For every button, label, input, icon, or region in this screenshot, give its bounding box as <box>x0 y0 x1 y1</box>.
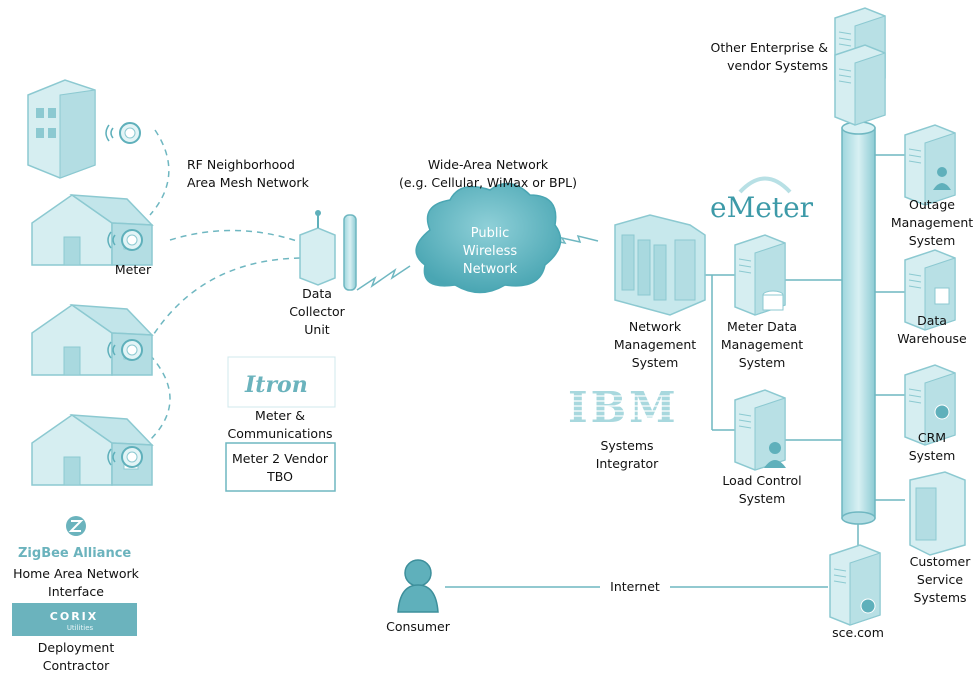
oms-label-1: Outage <box>909 197 955 212</box>
cloud-label-1: Public <box>471 226 509 241</box>
rf-mesh-label-2: Area Mesh Network <box>187 175 310 190</box>
svg-text:IBM: IBM <box>568 383 679 432</box>
svg-text:Itron: Itron <box>244 372 308 398</box>
meter-data-management-server-icon <box>734 234 786 316</box>
dep-label-1: Deployment <box>38 640 115 655</box>
data-warehouse-server-icon <box>904 249 956 331</box>
tbo-line-1: Meter 2 Vendor <box>232 451 329 466</box>
mdm-label-1: Meter Data <box>727 319 797 334</box>
css-label-1: Customer <box>910 554 972 569</box>
load-control-server-icon <box>734 389 786 471</box>
lcs-label-1: Load Control <box>722 473 801 488</box>
nms-label-1: Network <box>629 319 682 334</box>
dep-label-2: Contractor <box>43 658 110 673</box>
css-label-3: Systems <box>913 590 966 605</box>
corix-logo: CORIX Utilities <box>12 603 137 636</box>
oms-label-2: Management <box>891 215 973 230</box>
ent-label-2: vendor Systems <box>727 58 828 73</box>
public-wireless-cloud <box>415 182 562 294</box>
crm-label-2: System <box>909 448 956 463</box>
mc-label-1: Meter & <box>255 408 305 423</box>
mdm-label-3: System <box>739 355 786 370</box>
itron-logo: Itron <box>227 356 336 408</box>
dcu-label-3: Unit <box>304 322 330 337</box>
dw-label-2: Warehouse <box>897 331 967 346</box>
dcu-label-1: Data <box>302 286 332 301</box>
zigbee-logo: ZigBee Alliance <box>18 516 131 561</box>
oms-label-3: System <box>909 233 956 248</box>
data-collector-unit-icon <box>299 210 336 286</box>
outage-management-server-icon <box>904 124 956 206</box>
wireless-links <box>356 234 599 291</box>
connection-lines <box>445 154 905 588</box>
svg-text:Utilities: Utilities <box>67 624 94 632</box>
si-label-2: Integrator <box>596 456 659 471</box>
meter-2-vendor-tbo-box <box>225 442 336 492</box>
mc-label-2: Communications <box>227 426 332 441</box>
dcu-pole <box>343 214 357 291</box>
svg-text:ZigBee Alliance: ZigBee Alliance <box>18 546 131 561</box>
meter-label: Meter <box>115 262 152 277</box>
wan-label-2: (e.g. Cellular, WiMax or BPL) <box>399 175 577 190</box>
enterprise-service-bus <box>841 121 876 525</box>
nms-label-2: Management <box>614 337 696 352</box>
lcs-label-2: System <box>739 491 786 506</box>
apartment-building-icon <box>27 79 96 179</box>
ibm-logo: IBM <box>565 383 690 432</box>
dw-label-1: Data <box>917 313 947 328</box>
sce-label: sce.com <box>832 625 884 640</box>
consumer-person-icon <box>397 559 439 613</box>
diagram-labels: RF Neighborhood Area Mesh Network Meter … <box>13 40 973 673</box>
wan-label-1: Wide-Area Network <box>428 157 549 172</box>
cloud-label-2: Wireless <box>463 244 518 259</box>
network-management-server-rack-icon <box>614 214 706 316</box>
rf-mesh-label-1: RF Neighborhood <box>187 157 295 172</box>
consumer-label: Consumer <box>386 619 451 634</box>
cloud-label-3: Network <box>463 262 518 277</box>
tbo-line-2: TBO <box>266 469 293 484</box>
si-label-1: Systems <box>600 438 653 453</box>
dcu-label-2: Collector <box>289 304 345 319</box>
internet-label: Internet <box>610 579 660 594</box>
crm-server-icon <box>904 364 956 446</box>
mdm-label-2: Management <box>721 337 803 352</box>
ent-label-1: Other Enterprise & <box>711 40 829 55</box>
other-enterprise-servers-icon <box>834 7 886 126</box>
sce-com-server-icon <box>829 544 881 626</box>
han-label-1: Home Area Network <box>13 566 140 581</box>
rf-mesh-links <box>149 129 301 441</box>
customer-service-systems-icon <box>909 471 966 556</box>
meter-icon <box>105 122 141 144</box>
crm-label-1: CRM <box>918 430 946 445</box>
svg-text:CORIX: CORIX <box>50 610 98 623</box>
emeter-logo: eMeter <box>710 176 814 224</box>
han-label-2: Interface <box>48 584 104 599</box>
svg-text:eMeter: eMeter <box>710 191 814 224</box>
nms-label-3: System <box>632 355 679 370</box>
css-label-2: Service <box>917 572 964 587</box>
